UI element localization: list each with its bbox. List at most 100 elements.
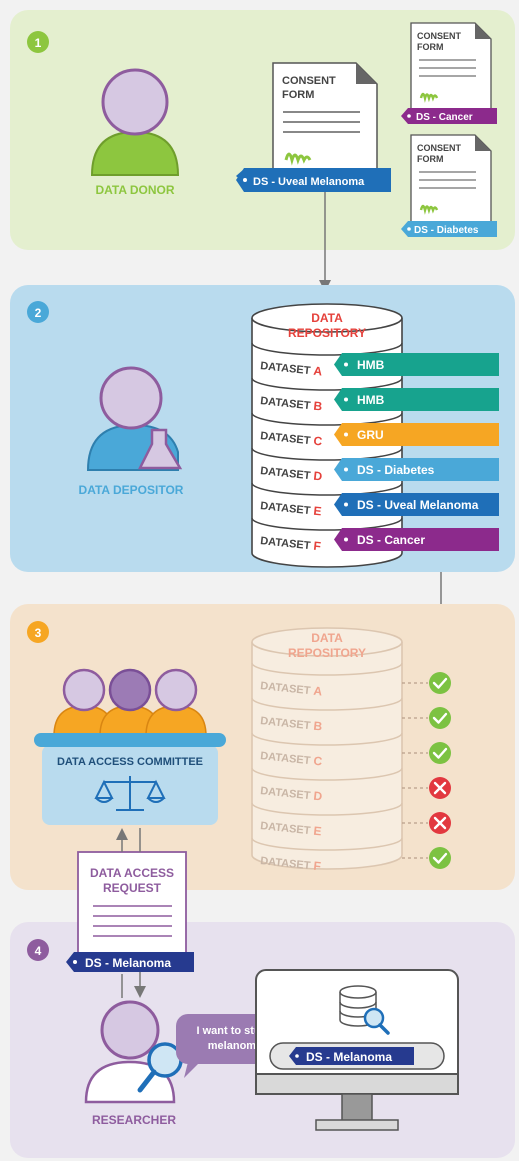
data-donor-label: DATA DONOR [95,183,174,197]
repository-faded-title-1: DATA [311,631,343,645]
step-number-3: 3 [35,626,42,640]
check-icon [429,742,451,764]
repository-faded-band-divider [251,697,403,711]
dataset-letter: B [313,399,323,414]
repository-cylinder-faded [251,627,403,870]
step-badge-2 [27,301,49,323]
repository-band-divider [251,377,403,391]
dataset-tag [334,353,499,376]
dataset-faded-letter: C [313,754,323,769]
committee-desk-top [34,733,226,747]
repository-band-divider [251,517,403,531]
tag-ds-cancer-1 [401,108,497,124]
dataset-letter: F [313,539,322,554]
dataset-tag-text: HMB [357,358,385,372]
dataset-tag-text: GRU [357,428,384,442]
repository-band-divider [251,342,403,356]
step-badge-4 [27,939,49,961]
dataset-tag-hole [344,397,348,402]
tag-ds-diabetes-1 [401,221,497,237]
tag-ds-diabetes-1-text: DS - Diabetes [414,225,479,236]
cross-mark [433,816,447,830]
researcher-label: RESEARCHER [92,1113,176,1127]
check-mark [432,747,448,759]
step-badge-1 [27,31,49,53]
step-badge-3 [27,621,49,643]
repository-title-1: DATA [311,311,343,325]
request-title-1: DATA ACCESS [90,866,174,880]
dataset-letter: E [313,504,322,519]
dataset-faded-letter: D [313,789,323,804]
consent-form-diabetes-title-2: FORM [417,154,444,164]
repository-faded-band-divider [251,802,403,816]
repository-band-divider [251,447,403,461]
tag-ds-melanoma-search-text: DS - Melanoma [306,1050,392,1064]
dataset-tag [334,388,499,411]
check-mark [432,712,448,724]
tag-ds-melanoma-search [289,1047,414,1065]
committee-people-icon [53,668,207,737]
step-number-2: 2 [35,306,42,320]
dataset-faded-letter: E [313,824,322,839]
data-access-request-form [77,851,187,963]
check-icon [429,847,451,869]
step-number-1: 1 [35,36,42,50]
dataset-tag-text: DS - Cancer [357,533,425,547]
cross-mark [433,781,447,795]
dataset-tag [334,423,499,446]
tag-ds-melanoma-request [66,952,194,972]
tag-ds-uveal-melanoma-1 [236,168,391,192]
dataset-tag-text: DS - Diabetes [357,463,435,477]
tag-ds-cancer-1-text: DS - Cancer [416,112,473,123]
dataset-letter: A [313,364,323,379]
dataset-letter: C [313,434,323,449]
repository-faded-band-divider [251,662,403,676]
consent-form-main-title-2: FORM [282,89,314,101]
consent-form-diabetes [410,134,492,231]
arrow-request-to-committee [116,828,128,852]
check-icon [429,707,451,729]
repository-faded-band-divider [251,837,403,851]
request-title-2: REQUEST [103,881,162,895]
dataset-tag-hole [344,432,348,437]
dataset-tag-hole [344,502,348,507]
tag-ds-melanoma-request-text: DS - Melanoma [85,956,171,970]
consent-form-main [272,62,378,186]
depositor-icon [86,366,183,471]
donor-icon [90,68,180,176]
dataset-tag [334,458,499,481]
step-number-4: 4 [35,944,42,958]
dataset-tag [334,528,499,551]
speech-text-1: I want to study [197,1025,275,1037]
dataset-tag [334,493,499,516]
data-access-committee-label: DATA ACCESS COMMITTEE [57,756,203,768]
repository-faded-title-2: REPOSITORY [288,646,366,660]
consent-form-main-title-1: CONSENT [282,75,336,87]
dataset-tag-text: DS - Uveal Melanoma [357,498,479,512]
dataset-faded-letter: B [313,719,323,734]
database-search-icon [339,985,390,1035]
dataset-faded-letter: A [313,684,323,699]
check-mark [432,677,448,689]
repository-faded-band-divider [251,767,403,781]
dataset-faded-letter: F [313,859,322,874]
tag-ds-uveal-melanoma-1-text: DS - Uveal Melanoma [253,176,365,188]
consent-form-diabetes-title-1: CONSENT [417,143,462,153]
dataset-tag-hole [344,467,348,472]
dataset-tag-hole [344,537,348,542]
dataset-tag-hole [344,362,348,367]
check-mark [432,852,448,864]
scales-of-justice-icon [94,776,166,811]
repository-band-divider [251,412,403,426]
repository-band-divider [251,482,403,496]
consent-form-cancer-title-1: CONSENT [417,31,462,41]
consent-form-cancer-title-2: FORM [417,42,444,52]
data-depositor-label: DATA DEPOSITOR [79,483,184,497]
researcher-icon [84,1000,176,1104]
speech-text-2: melanoma [208,1040,263,1052]
dataset-tag-text: HMB [357,393,385,407]
repository-title-2: REPOSITORY [288,326,366,340]
check-icon [429,672,451,694]
